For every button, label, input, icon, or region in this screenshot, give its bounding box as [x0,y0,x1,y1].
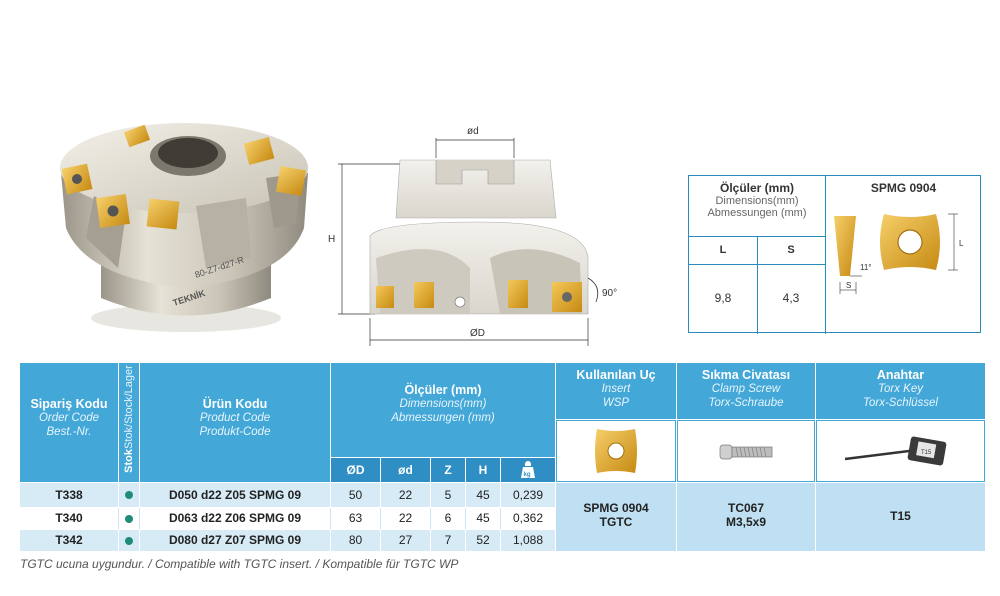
outer-diameter-label: ØD [470,328,485,339]
cell-w: 0,239 [512,488,544,502]
insert-angle-label: 11° [860,263,872,272]
header-stock: StokStok/Stock/Lager [119,363,139,482]
stock-indicator [125,536,133,545]
od-dimension-label: ød [467,126,479,137]
spec-dims-title: Ölçüler (mm) [719,181,794,195]
spec-insert-title: SPMG 0904 [870,181,937,195]
cell-code: T340 [55,511,83,525]
spec-col-s: S [787,244,795,256]
cell-code: T338 [55,488,83,502]
cell-code: T342 [55,533,83,547]
header-dimensions: Ölçüler (mm) Dimensions(mm) Abmessungen … [331,363,555,457]
stock-indicator [125,514,133,523]
spec-dims-en: Dimensions(mm) [715,195,799,207]
angle-label: 90° [602,288,617,299]
cell-product: D050 d22 Z05 SPMG 09 [168,488,302,502]
cell-d: 22 [398,511,413,525]
cell-product: D080 d27 Z07 SPMG 09 [168,533,302,547]
subheader-h: H [466,458,500,482]
table-row: T342 D080 d27 Z07 SPMG 09 80 27 7 52 1,088 [20,530,555,551]
torx-key-image: T15 [816,420,985,482]
cell-w: 1,088 [512,533,544,547]
insert-dimension-box: Ölçüler (mm) Dimensions(mm) Abmessungen … [688,175,981,334]
spec-val-l: 9,8 [714,291,732,305]
product-table: Sipariş Kodu Order Code Best.-Nr. StokSt… [20,363,985,551]
subheader-weight: kg [501,458,555,482]
spec-col-l: L [719,244,727,256]
cell-dd: 50 [348,488,363,502]
cell-dd: 63 [348,511,363,525]
header-torx-key: Anahtar Torx Key Torx-Schlüssel [816,363,985,419]
product-photo: 80-Z7-d27-R TEKNİK [46,118,316,340]
spec-val-s: 4,3 [782,291,800,305]
cell-h: 52 [476,533,490,547]
svg-text:kg: kg [524,472,531,478]
cell-z: 5 [444,488,452,502]
clamp-screw-value: TC067 M3,5x9 [677,483,815,551]
header-insert: Kullanılan Uç Insert WSP [556,363,676,419]
cell-product: D063 d22 Z06 SPMG 09 [168,511,302,525]
cell-h: 45 [476,511,490,525]
insert-image [556,420,676,482]
cell-dd: 80 [348,533,363,547]
footnote: TGTC ucuna uygundur. / Compatible with T… [20,557,459,571]
table-row: T340 D063 d22 Z06 SPMG 09 63 22 6 45 0,362 [20,508,555,529]
insert-l-label: L [959,239,964,248]
cell-h: 45 [476,488,490,502]
cell-d: 22 [398,488,413,502]
cell-w: 0,362 [512,511,544,525]
subheader-bore: ød [381,458,430,482]
subheader-outer-diameter: ØD [331,458,380,482]
insert-s-label: S [846,281,851,290]
svg-text:T15: T15 [921,450,932,456]
spec-dims-de: Abmessungen (mm) [707,207,807,219]
subheader-z: Z [431,458,465,482]
header-product-code: Ürün Kodu Product Code Produkt-Code [140,363,330,482]
torx-key-value: T15 [816,483,985,551]
header-clamp-screw: Sıkma Civatası Clamp Screw Torx-Schraube [677,363,815,419]
insert-drawing: 11° S L [826,200,981,332]
cell-d: 27 [398,533,413,547]
clamp-screw-image [677,420,815,482]
header-order-code: Sipariş Kodu Order Code Best.-Nr. [20,363,118,482]
table-row: T338 D050 d22 Z05 SPMG 09 50 22 5 45 0,239 [20,483,555,507]
insert-value: SPMG 0904 TGTC [556,483,676,551]
stock-indicator [125,491,133,499]
h-dimension-label: H [328,234,335,245]
technical-drawing: ød H 90° ØD [320,118,640,348]
weight-icon: kg [521,461,535,478]
cell-z: 7 [444,533,452,547]
cell-z: 6 [444,511,452,525]
